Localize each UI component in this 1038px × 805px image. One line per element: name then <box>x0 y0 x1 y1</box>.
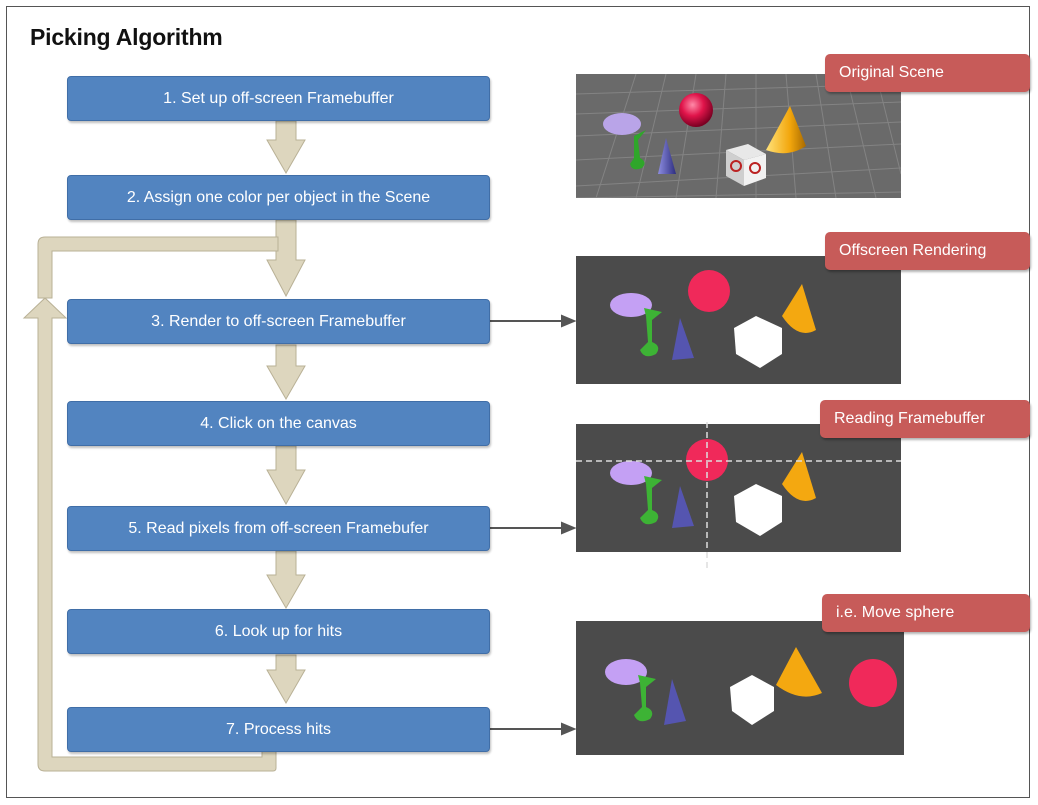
step-4-click-canvas: 4. Click on the canvas <box>67 401 490 446</box>
sphere-object <box>679 93 713 127</box>
down-arrow-1-2 <box>266 120 306 175</box>
down-arrow-6-7 <box>266 654 306 705</box>
original-scene-image <box>575 73 902 199</box>
step-5-read-pixels: 5. Read pixels from off-screen Framebufe… <box>67 506 490 551</box>
blue-cone-object <box>658 138 676 174</box>
original-scene-drawing <box>575 73 902 199</box>
down-arrow-2-3 <box>266 219 306 298</box>
offscreen-rendering-image <box>576 256 901 384</box>
reading-framebuffer-drawing <box>576 422 901 572</box>
step-6-look-up-hits: 6. Look up for hits <box>67 609 490 654</box>
orange-cone-object <box>766 106 806 154</box>
move-sphere-drawing <box>605 647 897 725</box>
connector-arrowhead-render <box>561 314 577 328</box>
label-original-scene: Original Scene <box>825 54 1030 92</box>
label-reading-framebuffer: Reading Framebuffer <box>820 400 1030 438</box>
offscreen-rendering-drawing <box>610 270 816 368</box>
move-sphere-image <box>576 621 904 755</box>
crosshair <box>576 422 901 572</box>
reading-framebuffer-image <box>576 422 901 572</box>
connector-arrowhead-process <box>561 722 577 736</box>
step-2-assign-colors: 2. Assign one color per object in the Sc… <box>67 175 490 220</box>
step-3-render-offscreen: 3. Render to off-screen Framebuffer <box>67 299 490 344</box>
down-arrow-5-6 <box>266 550 306 610</box>
step-1-setup-framebuffer: 1. Set up off-screen Framebuffer <box>67 76 490 121</box>
cube-object <box>726 144 766 186</box>
loop-back-arrow <box>22 297 277 772</box>
loop-top-arrow <box>37 236 279 299</box>
down-arrow-3-4 <box>266 344 306 401</box>
label-move-sphere: i.e. Move sphere <box>822 594 1030 632</box>
ellipse-object <box>603 113 641 135</box>
flag-object <box>630 130 646 170</box>
connector-arrowhead-read <box>561 521 577 535</box>
page-title: Picking Algorithm <box>30 24 223 50</box>
label-offscreen-rendering: Offscreen Rendering <box>825 232 1030 270</box>
step-7-process-hits: 7. Process hits <box>67 707 490 752</box>
down-arrow-4-5 <box>266 445 306 506</box>
